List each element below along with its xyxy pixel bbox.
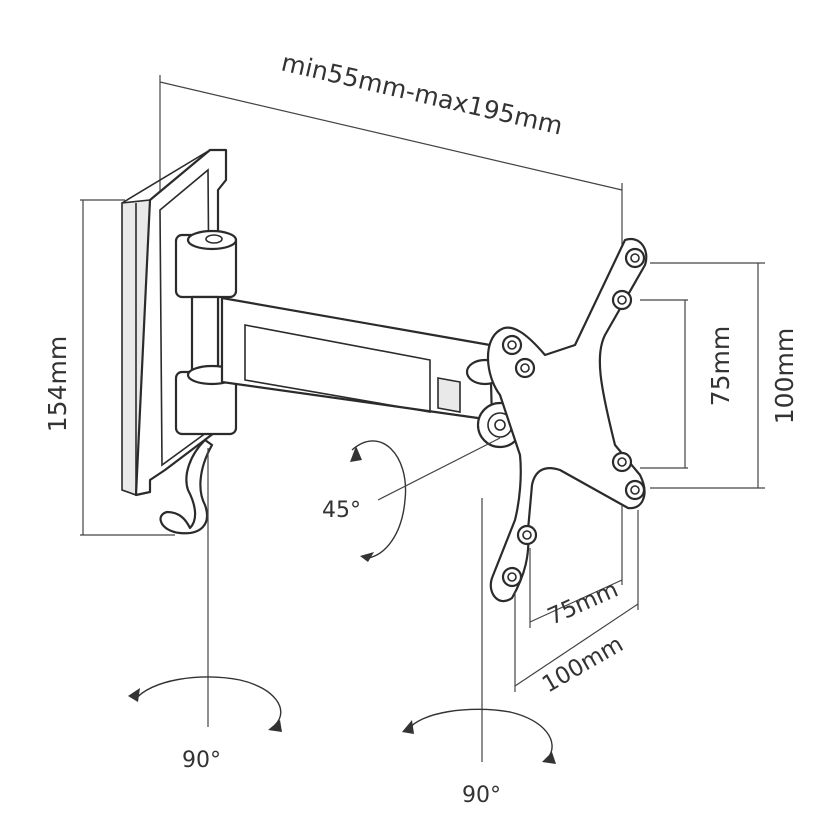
wall-plate-height-dimension: 154mm (43, 199, 175, 536)
wall-swivel-indicator: 90° (128, 448, 282, 773)
vesa-plate (486, 237, 648, 603)
tilt-angle-label: 45° (322, 498, 361, 523)
wall-hinge (174, 229, 238, 436)
vesa-vertical-dimensions: 75mm 100mm (640, 262, 799, 489)
arm-extension-dimension: min55mm-max195mm (159, 48, 623, 250)
arm-extension-label: min55mm-max195mm (279, 48, 566, 141)
extension-arm (220, 296, 505, 422)
head-swivel-indicator: 90° (402, 498, 556, 808)
vesa-vertical-outer-label: 100mm (770, 328, 799, 424)
vesa-vertical-inner-label: 75mm (706, 326, 735, 407)
wall-plate-height-label: 154mm (43, 336, 72, 432)
tilt-indicator: 45° (322, 437, 501, 562)
head-swivel-angle-label: 90° (462, 783, 501, 808)
wall-swivel-angle-label: 90° (182, 748, 221, 773)
vesa-holes (501, 247, 646, 588)
